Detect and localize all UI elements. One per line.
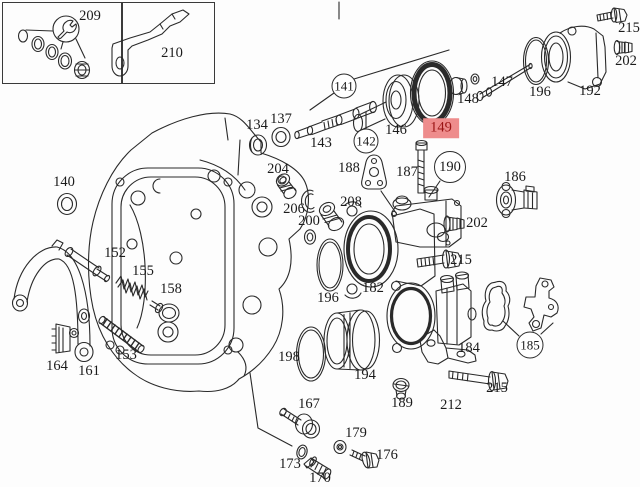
part-198-oring-drawing (297, 327, 326, 381)
part-188-flange-drawing (362, 155, 387, 189)
part-167-bolt-drawing (278, 407, 319, 438)
part-label-194[interactable]: 194 (354, 366, 376, 383)
part-200-oring-drawing (305, 230, 316, 244)
leader-lines (250, 2, 553, 446)
part-161-fork-drawing (13, 240, 94, 362)
wrench-icon (58, 20, 76, 38)
part-label-209[interactable]: 209 (79, 7, 101, 24)
part-196-top-gasket-drawing (524, 38, 549, 85)
part-label-153[interactable]: 153 (115, 346, 137, 363)
part-173-washer-drawing (295, 444, 308, 460)
part-label-158[interactable]: 158 (160, 280, 182, 297)
part-label-190[interactable]: 190 (434, 151, 466, 183)
part-212-bracket-drawing (420, 330, 476, 364)
part-196-mid-oring-drawing (317, 239, 343, 291)
part-202-mid-plug-drawing (444, 216, 464, 232)
part-label-146[interactable]: 146 (385, 121, 407, 138)
part-label-170[interactable]: 170 (309, 469, 331, 486)
part-185-gasket-drawing (482, 281, 509, 330)
part-label-196-mid[interactable]: 196 (317, 289, 339, 306)
part-label-149-highlighted[interactable]: 149 (423, 118, 459, 138)
part-label-152[interactable]: 152 (104, 244, 126, 261)
part-153-spring-stud-drawing (98, 315, 146, 353)
part-185-bracket-drawing (524, 278, 558, 331)
part-164-clip-drawing (52, 324, 79, 353)
part-label-189[interactable]: 189 (391, 394, 413, 411)
part-label-134[interactable]: 134 (246, 116, 268, 133)
part-202-top-plug-drawing (614, 41, 632, 55)
part-170-valve-drawing (304, 456, 332, 480)
part-label-187[interactable]: 187 (396, 163, 418, 180)
part-label-202-mid[interactable]: 202 (466, 214, 488, 231)
part-label-212[interactable]: 212 (440, 396, 462, 413)
part-143-shaft-drawing (295, 101, 377, 138)
part-label-141[interactable]: 141 (331, 73, 357, 99)
part-208-plug-drawing (317, 200, 346, 233)
part-label-140[interactable]: 140 (53, 173, 75, 190)
part-179-ring-drawing (334, 441, 346, 454)
kit-box-209 (2, 2, 123, 84)
part-label-196-top[interactable]: 196 (529, 83, 551, 100)
part-176-bolt-drawing (350, 450, 379, 469)
part-label-185[interactable]: 185 (516, 331, 544, 359)
bracket-210-drawing (112, 10, 189, 76)
part-label-147[interactable]: 147 (491, 73, 513, 90)
part-label-176[interactable]: 176 (376, 446, 398, 463)
part-184-actuator-drawing (387, 272, 476, 353)
part-label-192[interactable]: 192 (579, 82, 601, 99)
part-204-fitting-drawing (274, 171, 298, 200)
part-label-215-mid[interactable]: 215 (450, 251, 472, 268)
part-182-pump-body-drawing (344, 202, 435, 298)
part-label-184[interactable]: 184 (458, 339, 480, 356)
part-label-182[interactable]: 182 (362, 279, 384, 296)
part-label-167[interactable]: 167 (298, 395, 320, 412)
part-186-sensor-drawing (497, 183, 538, 218)
part-label-215-bottom[interactable]: 215 (486, 379, 508, 396)
part-label-143[interactable]: 143 (310, 134, 332, 151)
part-label-148[interactable]: 148 (457, 90, 479, 107)
part-label-204[interactable]: 204 (267, 160, 289, 177)
part-137-ring-drawing (272, 128, 290, 147)
kit-box-210 (121, 2, 215, 84)
part-label-155[interactable]: 155 (132, 262, 154, 279)
part-192-cover-drawing (542, 26, 607, 89)
part-label-202-top[interactable]: 202 (615, 52, 637, 69)
part-215-mid-bolt-drawing (417, 250, 461, 268)
part-215-top-bolt-drawing (597, 8, 627, 23)
gearbox-housing-drawing (89, 113, 309, 391)
part-label-208[interactable]: 208 (340, 193, 362, 210)
part-189-plug-drawing (393, 379, 409, 400)
cast-letter-c (153, 179, 160, 193)
part-label-188[interactable]: 188 (338, 159, 360, 176)
part-155-spring-drawing (116, 276, 148, 300)
part-label-206[interactable]: 206 (283, 200, 305, 217)
part-label-198[interactable]: 198 (278, 348, 300, 365)
repair-kit-209-drawing (19, 16, 90, 79)
part-label-200[interactable]: 200 (298, 212, 320, 229)
part-label-186[interactable]: 186 (504, 168, 526, 185)
part-149-seal-ring-drawing (411, 61, 454, 125)
part-label-179[interactable]: 179 (345, 424, 367, 441)
part-label-161[interactable]: 161 (78, 362, 100, 379)
part-158-plug-drawing (150, 301, 179, 322)
part-134-bushing-drawing (250, 135, 267, 155)
part-label-137[interactable]: 137 (270, 110, 292, 127)
part-187-bolt-drawing (416, 141, 427, 194)
part-label-215-top[interactable]: 215 (618, 19, 640, 36)
part-206-snap-ring-drawing (302, 190, 314, 212)
part-140-oring-drawing (58, 194, 77, 215)
part-147-rod-drawing (477, 63, 532, 100)
part-190-regulator-drawing (392, 187, 462, 248)
part-label-173[interactable]: 173 (279, 455, 301, 472)
part-label-164[interactable]: 164 (46, 357, 68, 374)
part-194-sleeve-drawing (324, 310, 380, 370)
part-215-bottom-bolt-drawing (449, 371, 508, 391)
part-label-210[interactable]: 210 (161, 44, 183, 61)
part-148-cap-drawing (450, 74, 480, 95)
part-label-142[interactable]: 142 (353, 128, 379, 154)
